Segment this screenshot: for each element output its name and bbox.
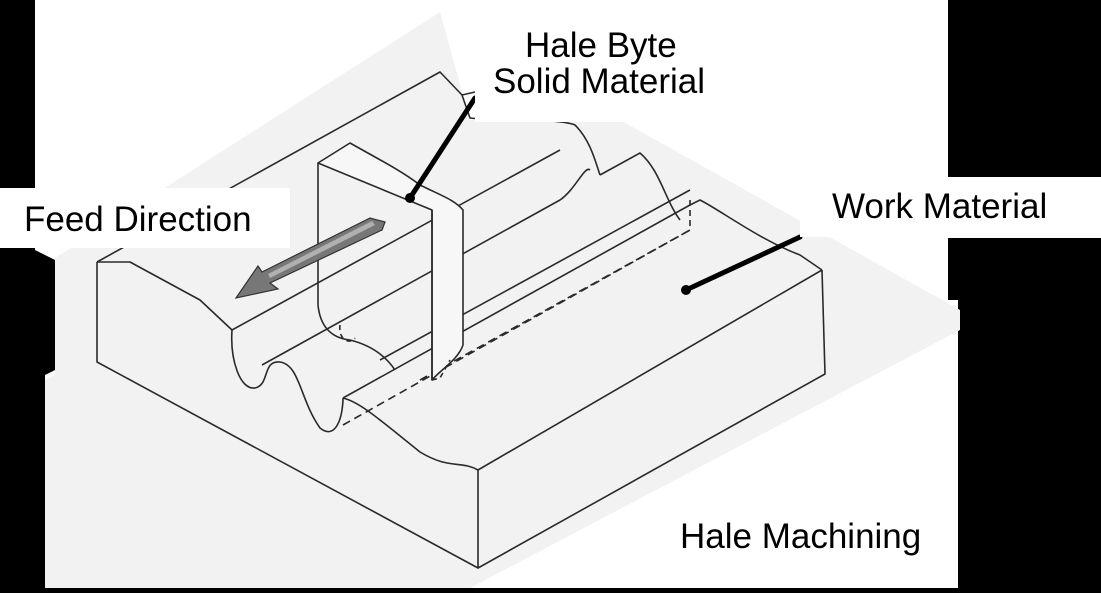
feed-direction-text: Feed Direction (24, 200, 252, 239)
hale-byte-tool-outline (317, 142, 464, 381)
leader-lines (407, 95, 803, 293)
tool-leader-line (407, 95, 478, 201)
work-leader-line (683, 234, 803, 293)
feed-direction-arrow (234, 217, 386, 299)
work-block-outline (96, 262, 479, 569)
tool-label: Hale Byte Solid Material (475, 22, 755, 122)
caption-text: Hale Machining (680, 517, 922, 556)
caption-label: Hale Machining (670, 507, 960, 567)
tool-label-line1: Hale Byte (525, 26, 677, 65)
feed-direction-label: Feed Direction (0, 188, 290, 248)
tool-label-line2: Solid Material (493, 62, 706, 101)
work-material-label: Work Material (800, 177, 1101, 237)
drawing-background (45, 12, 960, 588)
work-material-text: Work Material (832, 187, 1048, 226)
